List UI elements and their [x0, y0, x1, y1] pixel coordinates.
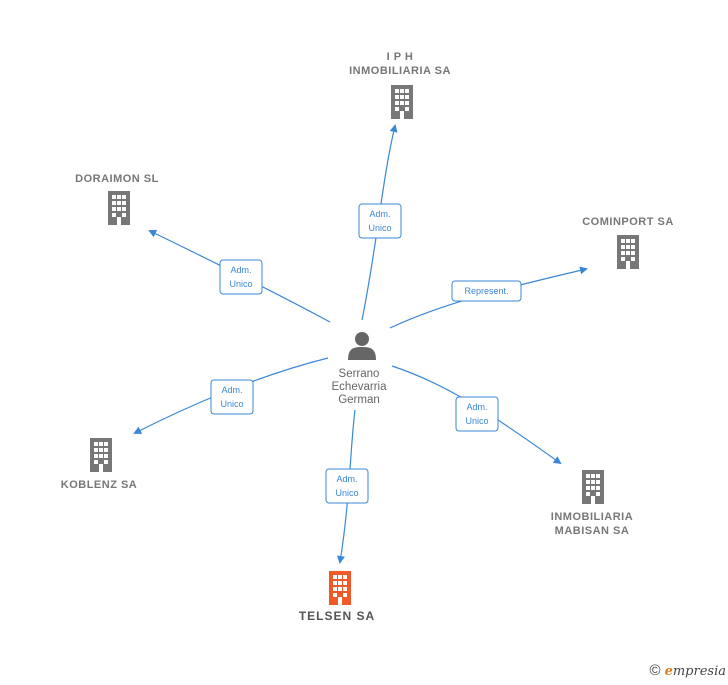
- edge-label-box[interactable]: [451, 280, 522, 302]
- edge-label-box[interactable]: [455, 396, 499, 432]
- edge-label-box[interactable]: [210, 379, 254, 415]
- company-label-line: MABISAN SA: [555, 525, 630, 537]
- person-name-line: Serrano: [339, 368, 380, 380]
- edge-label-box[interactable]: [358, 203, 402, 239]
- company-label-line: KOBLENZ SA: [61, 479, 138, 491]
- building-icon: [582, 470, 604, 504]
- company-node-mabisan[interactable]: INMOBILIARIA MABISAN SA: [551, 470, 633, 537]
- edge-koblenz: Adm. Unico: [133, 357, 329, 434]
- edge-label-text: Adm.: [336, 474, 357, 484]
- company-label-line: INMOBILIARIA: [551, 511, 633, 523]
- edge-label-text: Adm.: [369, 209, 390, 219]
- edge-telsen: Adm. Unico: [325, 409, 369, 564]
- edge-label-box[interactable]: [219, 259, 263, 295]
- company-node-koblenz[interactable]: KOBLENZ SA: [61, 438, 138, 491]
- building-icon: [617, 235, 639, 269]
- edge-label-text: Unico: [465, 416, 488, 426]
- company-label-line: COMINPORT SA: [582, 216, 674, 228]
- building-icon: [90, 438, 112, 472]
- edge-label-text: Unico: [335, 488, 358, 498]
- company-node-cominport[interactable]: COMINPORT SA: [582, 216, 674, 269]
- company-node-doraimon[interactable]: DORAIMON SL: [75, 173, 159, 225]
- company-label-line: TELSEN SA: [299, 609, 375, 623]
- edge-mabisan: Adm. Unico: [391, 365, 562, 465]
- brand-name: mpresia: [672, 664, 726, 679]
- edge-iph: Adm. Unico: [358, 124, 402, 321]
- person-name-line: Echevarria: [332, 381, 388, 393]
- edge-cominport: Represent.: [389, 266, 588, 329]
- company-label-line: I P H: [387, 51, 414, 63]
- edge-label-text: Represent.: [464, 286, 508, 296]
- edge-label-text: Adm.: [230, 265, 251, 275]
- edge-label-text: Unico: [229, 279, 252, 289]
- edge-label-box[interactable]: [325, 468, 369, 504]
- edge-doraimon: Adm. Unico: [148, 230, 331, 323]
- edge-label-text: Unico: [368, 223, 391, 233]
- edge-label-text: Adm.: [221, 385, 242, 395]
- edge-label-text: Adm.: [466, 402, 487, 412]
- company-label-line: INMOBILIARIA SA: [349, 65, 451, 77]
- building-icon: [391, 85, 413, 119]
- copyright-icon: ©: [649, 662, 661, 679]
- building-icon: [329, 571, 351, 605]
- footer-brand: ©empresia: [650, 662, 726, 679]
- edge-label-text: Unico: [220, 399, 243, 409]
- company-node-iph[interactable]: I P H INMOBILIARIA SA: [349, 51, 451, 119]
- person-name-line: German: [338, 394, 380, 406]
- company-node-telsen[interactable]: TELSEN SA: [299, 571, 375, 623]
- company-label-line: DORAIMON SL: [75, 173, 159, 185]
- brand-mark: e: [664, 664, 673, 679]
- building-icon: [108, 191, 130, 225]
- person-icon: [348, 332, 376, 360]
